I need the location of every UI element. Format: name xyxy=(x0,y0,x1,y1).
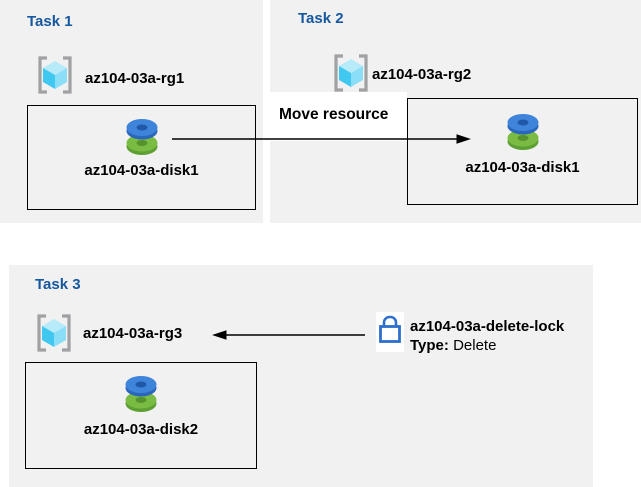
task1-panel: Task 1 az104-03a-rg1 az104-03a-disk1 xyxy=(0,0,263,223)
disk-icon xyxy=(125,376,157,412)
move-resource-label: Move resource xyxy=(279,106,389,123)
lock-icon-box xyxy=(376,312,404,352)
lock-icon xyxy=(379,315,401,343)
delete-lock-label: az104-03a-delete-lock Type: Delete xyxy=(410,317,564,355)
task1-resource-box: az104-03a-disk1 xyxy=(27,105,256,210)
task3-title: Task 3 xyxy=(35,276,81,293)
task1-title: Task 1 xyxy=(27,13,73,30)
move-resource-label-box: Move resource xyxy=(270,92,407,141)
task2-resource-group-label: az104-03a-rg2 xyxy=(372,66,472,83)
task2-resource-label: az104-03a-disk1 xyxy=(465,159,580,176)
task3-resource-box: az104-03a-disk2 xyxy=(25,362,257,469)
resource-group-icon xyxy=(334,54,368,92)
task2-title: Task 2 xyxy=(298,10,344,27)
disk-icon xyxy=(507,114,538,150)
task3-panel: Task 3 az104-03a-rg3 az104-03a-disk2 xyxy=(9,265,593,487)
task1-resource-group-label: az104-03a-rg1 xyxy=(85,70,185,87)
task3-resource-group-label: az104-03a-rg3 xyxy=(83,325,183,342)
task1-resource-label: az104-03a-disk1 xyxy=(84,162,199,179)
resource-group-icon xyxy=(37,314,71,352)
disk-icon xyxy=(126,119,157,155)
task2-panel: Task 2 Move resource az104-03a-rg2 az104… xyxy=(270,0,641,223)
delete-lock-type: Type: Delete xyxy=(410,337,497,354)
delete-lock-name: az104-03a-delete-lock xyxy=(410,318,565,335)
resource-group-icon xyxy=(38,56,72,94)
task3-resource-label: az104-03a-disk2 xyxy=(83,421,199,438)
task2-resource-box: az104-03a-disk1 xyxy=(407,98,638,205)
